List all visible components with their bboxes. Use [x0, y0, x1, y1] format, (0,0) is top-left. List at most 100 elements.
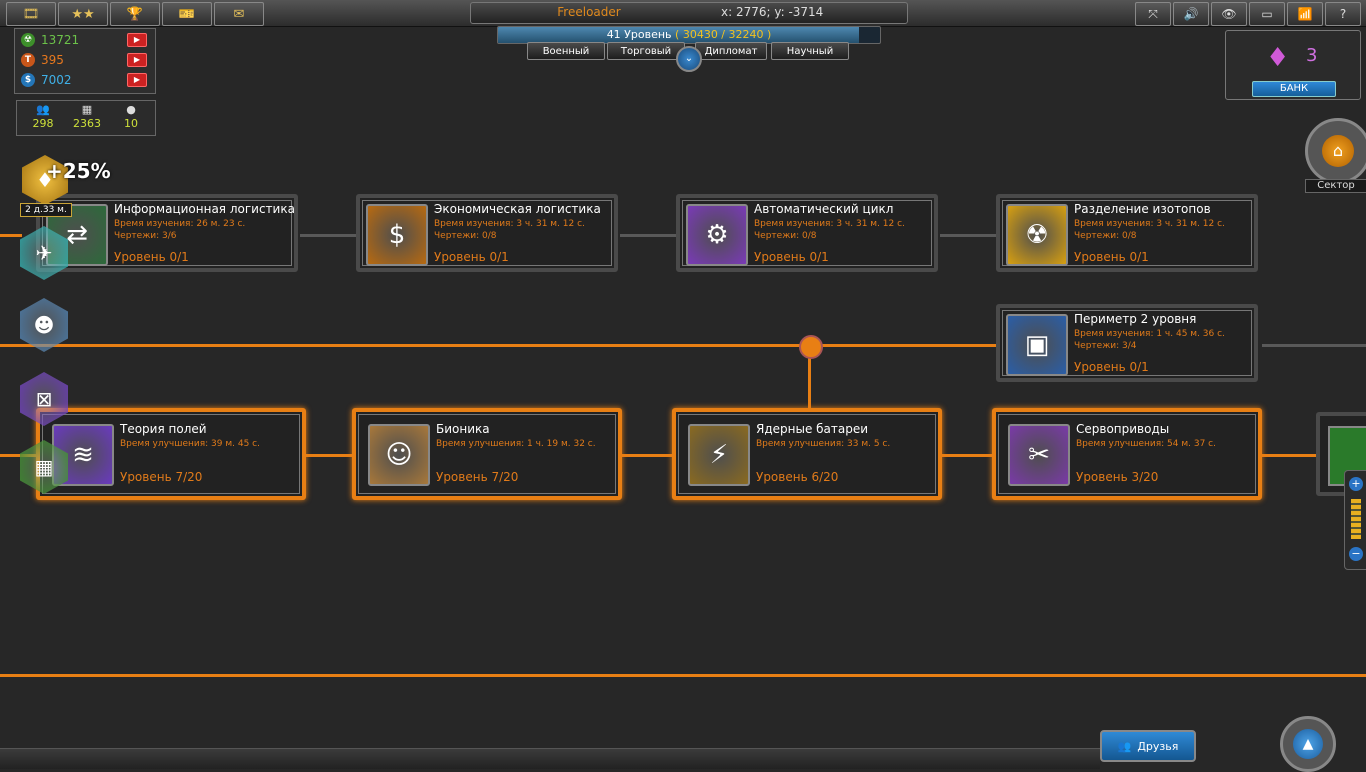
connector	[0, 344, 1000, 347]
connector	[940, 234, 1000, 237]
connector	[1262, 344, 1366, 347]
trophy-button[interactable]: 🏆	[110, 2, 160, 26]
research-level: Уровень 6/20	[756, 470, 839, 484]
stars-button[interactable]: ★★	[58, 2, 108, 26]
perimeter-icon: ▣	[1006, 314, 1068, 376]
nuclear-battery-icon: ⚡	[688, 424, 750, 486]
commander-avatar-icon[interactable]: ☻	[20, 298, 68, 352]
player-name[interactable]: Freeloader	[557, 5, 621, 19]
resources-panel: ☢13721▶ T 395 ▶ $7002 ▶	[14, 28, 156, 94]
tab-trade[interactable]: Торговый	[607, 42, 685, 60]
scroll-up-button[interactable]: ▲	[1280, 716, 1336, 772]
connector	[620, 234, 680, 237]
role-tabs: Военный Торговый Дипломат Научный	[515, 42, 860, 60]
stat-value: 2363	[73, 117, 101, 130]
stars-icon: ★★	[71, 6, 95, 22]
research-time: Время изучения: 3 ч. 31 м. 12 с.	[1074, 219, 1225, 229]
chevron-down-icon[interactable]: ⌄	[676, 46, 702, 72]
research-blueprints: Чертежи: 0/8	[434, 231, 497, 241]
buy-credits-button[interactable]: ▶	[127, 73, 147, 87]
station-avatar-icon[interactable]: ▦	[20, 440, 68, 494]
level-progress-bar: 41 Уровень ( 30430 / 32240 )	[497, 26, 881, 44]
connector	[300, 234, 360, 237]
research-time: Время изучения: 3 ч. 31 м. 12 с.	[754, 219, 905, 229]
boost-timer: 2 д.33 м.	[20, 203, 72, 217]
mail-button[interactable]: ✉	[214, 2, 264, 26]
research-title: Информационная логистика	[114, 202, 295, 216]
fullscreen-icon: ⤧	[1148, 6, 1158, 21]
credits-value: 7002	[41, 73, 72, 87]
tech-avatar-icon[interactable]: ⊠	[20, 372, 68, 426]
stat-value: 10	[124, 117, 138, 130]
stat-value: 298	[32, 117, 54, 130]
signal-button[interactable]: 📶	[1287, 2, 1323, 26]
stats-panel: 👥298▦2363●10	[16, 100, 156, 136]
ship-avatar-icon[interactable]: ✈	[20, 226, 68, 280]
ticket-button[interactable]: 🎫	[162, 2, 212, 26]
fullscreen-button[interactable]: ⤧	[1135, 2, 1171, 26]
stat-population: 👥298	[21, 103, 65, 130]
tab-science[interactable]: Научный	[771, 42, 849, 60]
servo-icon: ✂	[1008, 424, 1070, 486]
tab-military[interactable]: Военный	[527, 42, 605, 60]
trophy-icon: 🏆	[126, 6, 144, 22]
bottom-bar	[0, 748, 1100, 769]
buy-titanium-button[interactable]: ▶	[127, 53, 147, 67]
research-title: Бионика	[436, 422, 490, 436]
titanium-value: 395	[41, 53, 64, 67]
card-frame	[1002, 200, 1252, 266]
mail-icon: ✉	[233, 6, 245, 22]
level-label: 41 Уровень	[606, 28, 672, 41]
zoom-in-button[interactable]: +	[1349, 477, 1363, 491]
junction-node	[799, 335, 823, 359]
tab-diplomat[interactable]: Дипломат	[695, 42, 767, 60]
research-boost[interactable]: ♦ +25%	[22, 155, 111, 207]
flag-ru-button[interactable]: ▭	[1249, 2, 1285, 26]
card-frame	[682, 200, 932, 266]
film-button[interactable]: 🎞	[6, 2, 56, 26]
credits-icon: $	[21, 73, 35, 87]
resource-titanium: T 395 ▶	[19, 51, 151, 69]
crystal-icon: ♦	[1266, 43, 1290, 73]
zoom-out-button[interactable]: −	[1349, 547, 1363, 561]
buy-uranium-button[interactable]: ▶	[127, 33, 147, 47]
research-blueprints: Чертежи: 3/4	[1074, 341, 1137, 351]
population-icon: 👥	[36, 103, 50, 116]
zoom-slider[interactable]	[1351, 499, 1361, 539]
research-title: Разделение изотопов	[1074, 202, 1211, 216]
resource-credits: $7002 ▶	[19, 71, 151, 89]
eye-icon: 👁	[1221, 7, 1237, 21]
research-title: Сервоприводы	[1076, 422, 1170, 436]
research-time: Время улучшения: 33 м. 5 с.	[756, 439, 891, 449]
card-frame	[678, 414, 936, 494]
stat-planet: ●10	[109, 103, 153, 130]
research-title: Экономическая логистика	[434, 202, 601, 216]
research-title: Теория полей	[120, 422, 207, 436]
friends-button[interactable]: 👥 Друзья	[1100, 730, 1196, 762]
help-button[interactable]: ?	[1325, 2, 1361, 26]
sector-button[interactable]: ⌂	[1305, 118, 1366, 184]
card-frame	[358, 414, 616, 494]
sound-button[interactable]: 🔊	[1173, 2, 1209, 26]
research-time: Время изучения: 1 ч. 45 м. 36 с.	[1074, 329, 1225, 339]
titanium-icon: T	[21, 53, 35, 67]
friends-label: Друзья	[1137, 739, 1179, 753]
bank-button[interactable]: БАНК	[1252, 81, 1336, 97]
research-time: Время изучения: 3 ч. 31 м. 12 с.	[434, 219, 585, 229]
economy-icon: $	[366, 204, 428, 266]
eye-button[interactable]: 👁	[1211, 2, 1247, 26]
bionics-icon: ☺	[368, 424, 430, 486]
resource-uranium: ☢13721▶	[19, 31, 151, 49]
zoom-control: + −	[1344, 470, 1366, 570]
research-title: Автоматический цикл	[754, 202, 894, 216]
coordinates: x: 2776; y: -3714	[721, 5, 824, 19]
